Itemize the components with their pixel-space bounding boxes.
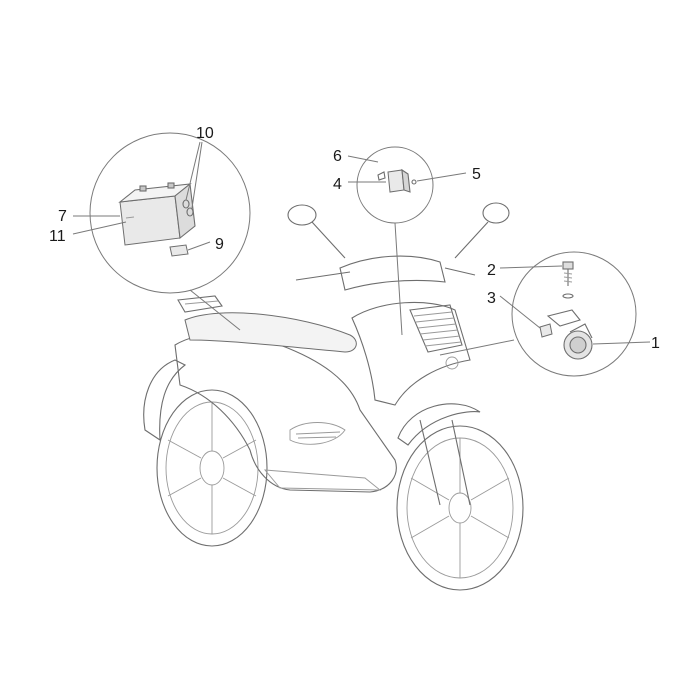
horn-detail-circle (511, 251, 637, 377)
callout-3: 3 (487, 290, 496, 307)
callout-4: 4 (333, 176, 342, 193)
relay-screw (411, 179, 417, 185)
relay-leader-line (394, 222, 403, 336)
callout-7: 7 (58, 208, 67, 225)
horn (563, 323, 593, 360)
horn-washer (562, 293, 574, 299)
scooter-illustration (143, 202, 524, 591)
horn-leader-line (439, 339, 515, 356)
left-mirror (287, 204, 346, 259)
callout-6: 6 (333, 148, 342, 165)
relay (387, 169, 405, 193)
callout-10: 10 (196, 125, 214, 142)
battery-pad (169, 244, 189, 257)
callout-9: 9 (215, 236, 224, 253)
horn-bracket (546, 309, 581, 327)
front-wheel (396, 425, 524, 591)
relay-clip (377, 171, 386, 181)
battery (118, 182, 196, 246)
callout-1: 1 (651, 335, 660, 352)
battery-screw-10b (186, 207, 194, 217)
relay-detail-group (347, 146, 467, 336)
horn-detail-group (439, 251, 651, 377)
callout-labels: 1 2 3 4 5 6 7 9 10 11 (49, 125, 660, 352)
callout-2: 2 (487, 262, 496, 279)
rear-wheel (156, 389, 268, 547)
horn-clip-nut (539, 323, 553, 338)
callout-11: 11 (49, 228, 66, 245)
horn-bolt (562, 261, 574, 286)
battery-leader-line (189, 289, 241, 331)
right-mirror (454, 202, 510, 259)
front-grille (409, 304, 463, 353)
callout-5: 5 (472, 166, 481, 183)
battery-detail-group (72, 132, 251, 331)
